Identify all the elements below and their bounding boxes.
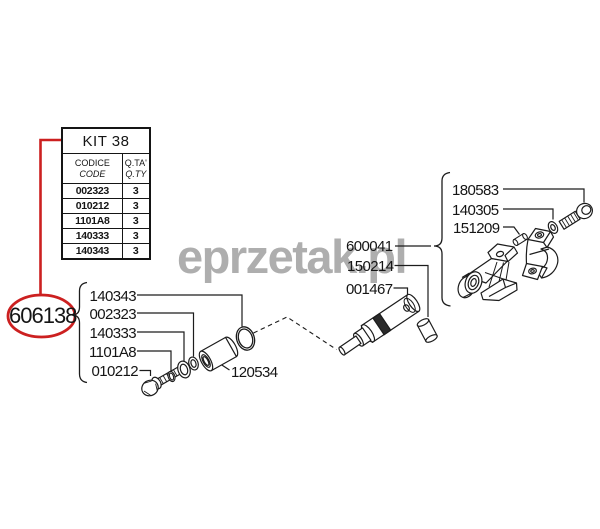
cell-code: 010212 [61, 198, 123, 214]
ring-140333-drawing [177, 360, 191, 379]
assembly-axis-dashed-line [253, 316, 337, 350]
cell-code: 140333 [61, 228, 123, 244]
watermark-text: eprzetak.pl [177, 230, 408, 283]
ring-002323-drawing [188, 356, 199, 371]
code-header-en: CODE [79, 168, 106, 179]
bushing-120534-drawing [198, 336, 239, 372]
kit-table-qty-header: Q.TA'Q.TY [121, 153, 151, 184]
bolt-180583-drawing [558, 202, 593, 230]
cell-qty: 3 [121, 213, 151, 229]
part-label-1101A8: 1101A8 [88, 344, 137, 361]
table-row: 140343 3 [61, 243, 151, 260]
cell-code: 140343 [61, 243, 123, 260]
code-header-it: CODICE [74, 158, 110, 169]
part-label-140305: 140305 [452, 202, 499, 219]
qty-header-it: Q.TA' [124, 158, 147, 169]
left-group-brace [71, 281, 88, 384]
table-row: 010212 3 [61, 198, 151, 214]
right-group-brace [433, 171, 451, 307]
kit-table-title: KIT 38 [61, 127, 151, 154]
table-row: 1101A8 3 [61, 213, 151, 229]
lever-bracket-drawing [457, 243, 519, 302]
table-row: 140333 3 [61, 228, 151, 244]
shaft-001467-drawing [338, 293, 421, 356]
qty-header-en: Q.TY [125, 168, 147, 179]
part-label-180583: 180583 [452, 182, 499, 199]
oring-140343-drawing [235, 326, 256, 351]
kit-number-label: 606138 [9, 303, 77, 328]
bolt-010212-drawing [141, 365, 184, 397]
cell-qty: 3 [121, 228, 151, 244]
cell-qty: 3 [121, 198, 151, 214]
washer-140305-drawing [547, 221, 559, 234]
cell-qty: 3 [121, 183, 151, 199]
leader-lines [137, 188, 585, 376]
cell-code: 002323 [61, 183, 123, 199]
part-label-140343: 140343 [89, 288, 137, 305]
part-label-151209: 151209 [453, 220, 500, 237]
pin-151209-drawing [512, 232, 528, 247]
clamp-bracket-drawing [521, 227, 559, 281]
cell-code: 1101A8 [61, 213, 123, 229]
part-label-001467: 001467 [346, 281, 393, 298]
table-row: 002323 3 [61, 183, 151, 199]
pin-150214-drawing [416, 318, 438, 343]
part-label-600041: 600041 [346, 238, 393, 255]
part-label-140333: 140333 [89, 325, 137, 342]
ring-1101A8-drawing [167, 370, 176, 383]
part-label-120534: 120534 [231, 364, 278, 381]
part-label-010212: 010212 [91, 363, 139, 380]
part-label-150214: 150214 [347, 258, 394, 275]
part-label-002323: 002323 [89, 306, 137, 323]
cell-qty: 3 [121, 243, 151, 260]
